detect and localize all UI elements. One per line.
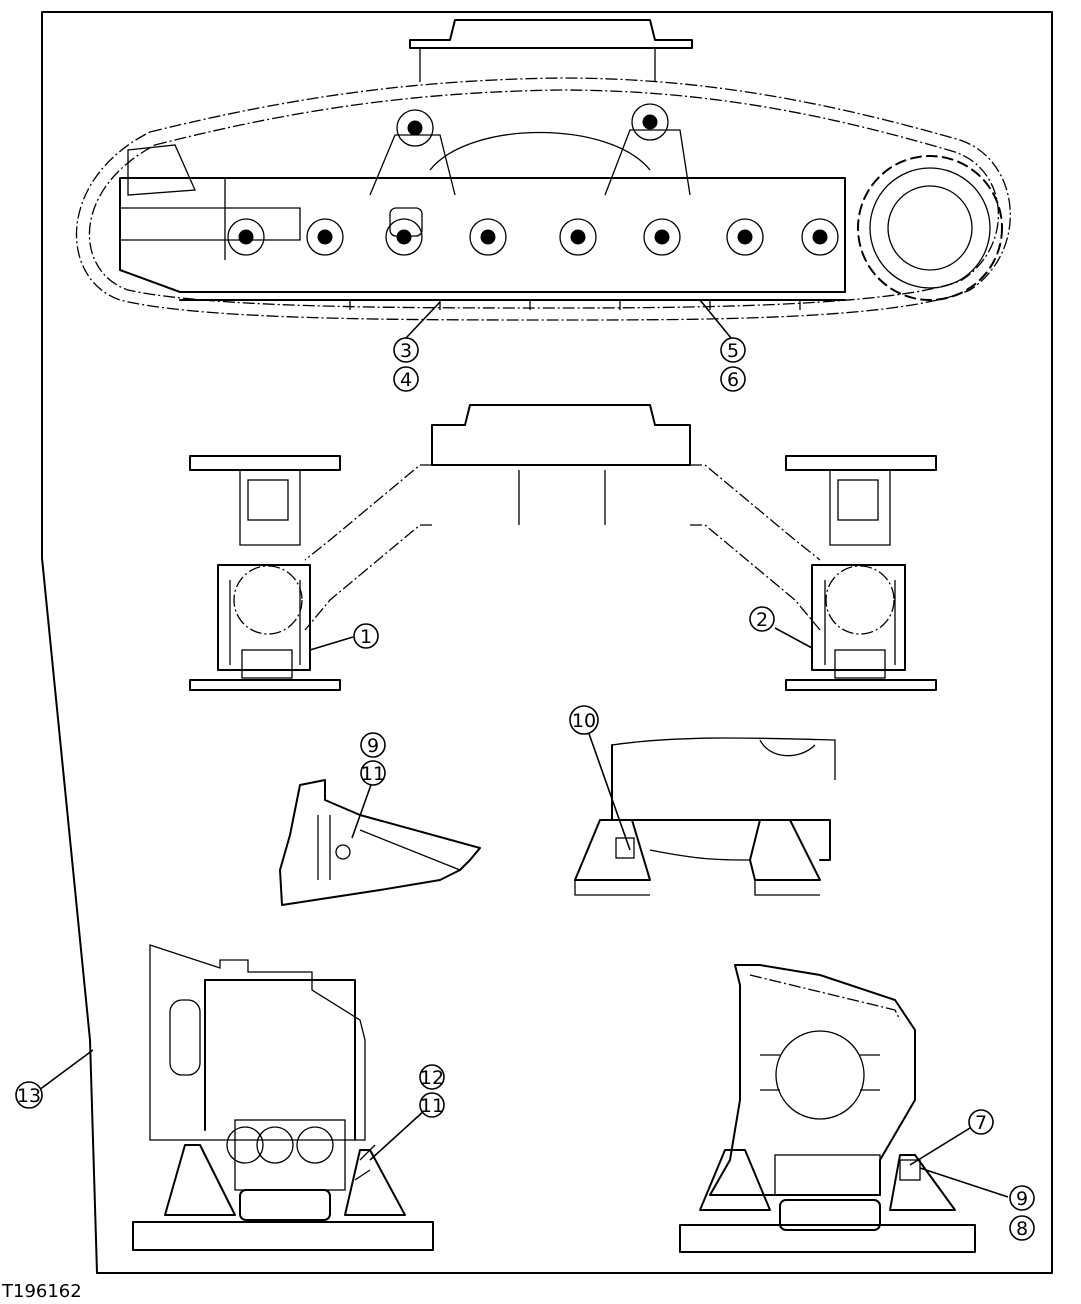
callout-13: 13	[15, 1081, 43, 1109]
svg-text:4: 4	[400, 369, 412, 391]
callout-11-bottom: 11	[419, 1092, 445, 1118]
roller-guard-detail-right	[679, 964, 976, 1253]
figure-id-label: T196162	[2, 1281, 82, 1302]
svg-text:13: 13	[17, 1085, 41, 1107]
leader-lines	[34, 299, 1009, 1198]
callout-3: 3	[393, 337, 419, 363]
track-frame-front-view	[189, 404, 937, 691]
svg-text:10: 10	[572, 710, 596, 732]
callout-12: 12	[419, 1064, 445, 1090]
callout-4: 4	[393, 366, 419, 392]
svg-text:9: 9	[1016, 1188, 1028, 1210]
svg-text:11: 11	[361, 763, 385, 785]
svg-text:8: 8	[1016, 1218, 1028, 1240]
callout-2: 2	[749, 606, 775, 632]
svg-text:7: 7	[975, 1112, 987, 1134]
svg-text:2: 2	[756, 609, 768, 631]
sheet-border	[41, 11, 1053, 1274]
svg-text:3: 3	[400, 340, 412, 362]
svg-text:5: 5	[727, 340, 739, 362]
track-frame-side-view	[75, 19, 1011, 321]
callout-5: 5	[720, 337, 746, 363]
svg-text:6: 6	[727, 369, 739, 391]
guard-detail-right	[574, 737, 836, 896]
roller-guard-detail-left	[132, 944, 434, 1251]
guard-detail-left	[279, 779, 481, 906]
svg-text:11: 11	[420, 1095, 444, 1117]
svg-text:9: 9	[367, 735, 379, 757]
callout-11-top: 11	[360, 760, 386, 786]
callout-10: 10	[569, 705, 599, 735]
callout-7: 7	[968, 1109, 994, 1135]
callout-9-top: 9	[360, 732, 386, 758]
callout-8: 8	[1009, 1215, 1035, 1241]
callout-9-bottom: 9	[1009, 1185, 1035, 1211]
callout-1: 1	[353, 623, 379, 649]
svg-text:12: 12	[420, 1067, 444, 1089]
callout-6: 6	[720, 366, 746, 392]
svg-text:1: 1	[360, 626, 372, 648]
